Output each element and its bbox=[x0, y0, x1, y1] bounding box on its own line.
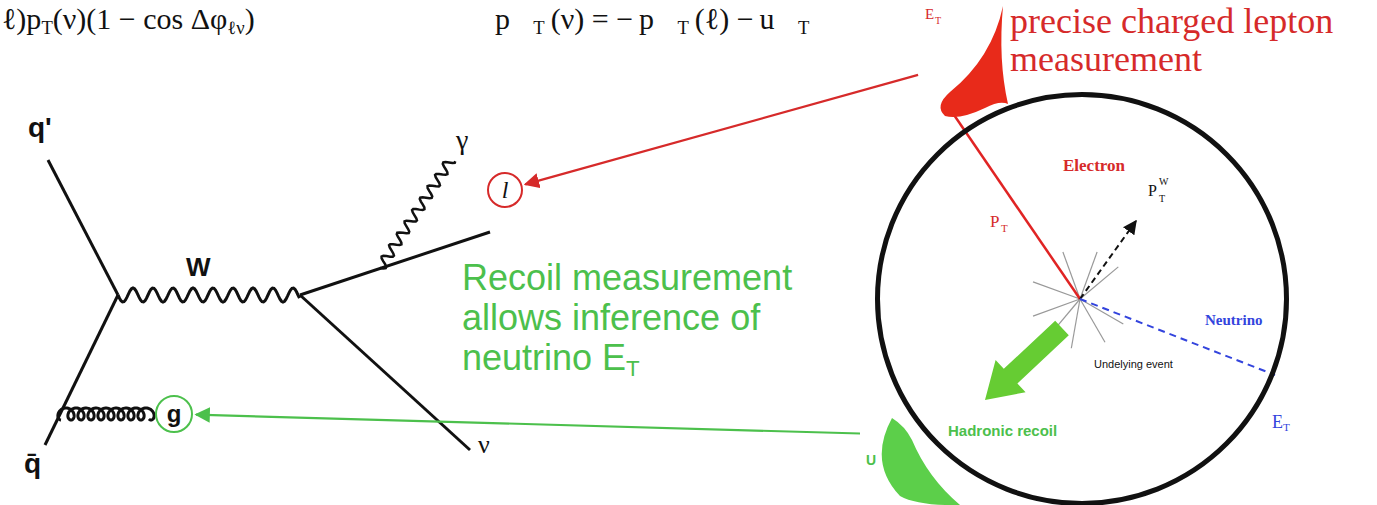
label: q' bbox=[28, 114, 52, 142]
text-group: p⃗T(ν) = −p⃗T(ℓ) −u⃗T bbox=[495, 2, 809, 39]
lepton-line bbox=[300, 232, 490, 295]
node-text: P bbox=[1148, 183, 1157, 199]
label: ν bbox=[478, 432, 490, 458]
node-text: E bbox=[925, 7, 934, 22]
photon-wave bbox=[380, 161, 455, 268]
event-track bbox=[1080, 299, 1105, 342]
label: T bbox=[798, 17, 809, 38]
electron-deposit-box: ET bbox=[920, 5, 1005, 120]
label: T bbox=[677, 17, 688, 38]
node-text: U bbox=[866, 453, 876, 467]
pointer-arrow bbox=[196, 415, 860, 434]
quark-line bbox=[48, 160, 118, 295]
electron-deposit bbox=[941, 6, 1008, 117]
lepton-circle: l bbox=[487, 172, 523, 208]
w-boson-wave bbox=[118, 288, 300, 302]
event-track bbox=[1063, 252, 1080, 299]
label: precise charged lepton measurement bbox=[1010, 1, 1333, 79]
label: (ν) = − bbox=[551, 2, 633, 35]
event-track bbox=[1080, 299, 1123, 324]
node-text: Electron bbox=[1063, 157, 1125, 174]
label: T bbox=[626, 356, 640, 381]
label: u⃗ bbox=[760, 2, 798, 35]
electron-track bbox=[952, 112, 1080, 299]
pointer-arrow bbox=[525, 75, 918, 184]
label: (ℓ) − bbox=[695, 2, 754, 35]
node-text: Hadronic recoil bbox=[948, 423, 1057, 438]
gluon-coil bbox=[58, 408, 154, 420]
label: ℓ)p bbox=[2, 2, 41, 35]
event-track bbox=[1071, 299, 1080, 348]
text-group: precise charged lepton measurement bbox=[1010, 2, 1372, 78]
neutrino-track bbox=[1080, 299, 1275, 375]
label: ) bbox=[245, 2, 255, 35]
text-group: Recoil measurement allows inference of n… bbox=[462, 258, 822, 389]
node-text: T bbox=[935, 16, 941, 26]
text-group: ET bbox=[1272, 412, 1290, 433]
node-text: g bbox=[167, 402, 182, 426]
node-text: P bbox=[990, 213, 999, 230]
label: E bbox=[1272, 412, 1283, 432]
antiquark-line bbox=[45, 295, 118, 445]
label: (ν)(1 − cos Δφ bbox=[53, 2, 228, 35]
label: q̄ bbox=[24, 450, 41, 478]
node-text: W bbox=[1159, 177, 1168, 187]
label: p⃗ bbox=[639, 2, 677, 35]
label: ℓν bbox=[227, 17, 244, 38]
label: T bbox=[533, 17, 544, 38]
node-text: l bbox=[502, 178, 509, 202]
gluon-circle: g bbox=[155, 395, 193, 433]
recoil-deposit-box: U bbox=[862, 385, 962, 485]
detector-circle: ElectronPTPWTNeutrinoUndelying eventHadr… bbox=[875, 92, 1289, 505]
hadronic-recoil-arrow bbox=[985, 321, 1069, 400]
neutrino-line bbox=[300, 295, 470, 450]
node-text: T bbox=[1159, 194, 1165, 204]
label: T bbox=[1283, 421, 1290, 433]
label: γ bbox=[456, 126, 468, 154]
node-text: T bbox=[1001, 223, 1008, 234]
event-track bbox=[1033, 299, 1080, 316]
node-text: Undelying event bbox=[1094, 359, 1173, 370]
label: W bbox=[186, 254, 211, 280]
text-group: ℓ)pT(ν)(1 − cos Δφℓν) bbox=[2, 2, 255, 39]
w-pt-arrow bbox=[1080, 221, 1136, 299]
node-text: Neutrino bbox=[1205, 313, 1263, 328]
label: p⃗ bbox=[495, 2, 533, 35]
label: T bbox=[41, 17, 52, 38]
